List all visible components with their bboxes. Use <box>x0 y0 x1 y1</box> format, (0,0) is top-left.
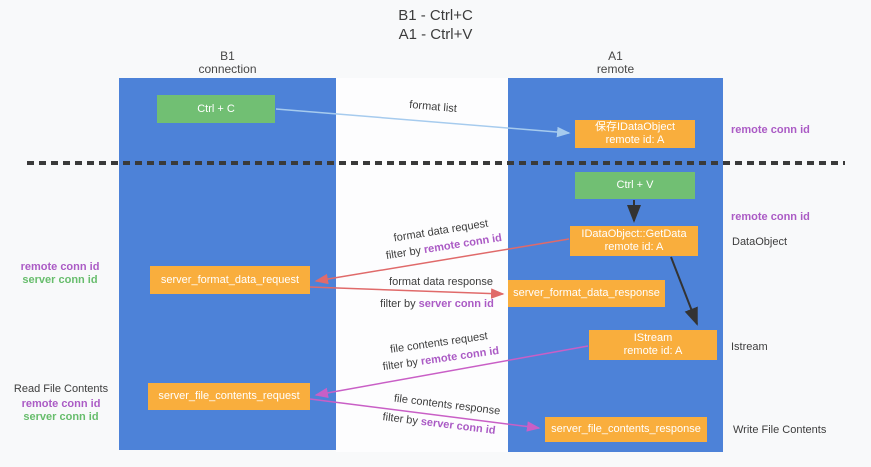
node-istream-line1: IStream <box>633 332 673 344</box>
lane-b1-name: B1 <box>220 49 235 63</box>
label-format-data-response: format data response <box>389 276 493 288</box>
right-label-remote-conn-id-2: remote conn id <box>731 211 810 223</box>
right-label-write-file-contents: Write File Contents <box>733 424 827 436</box>
right-label-istream: Istream <box>731 341 768 353</box>
left-remote-conn-id-1: remote conn id <box>20 261 100 273</box>
node-getdata-line1: IDataObject::GetData <box>581 228 687 240</box>
lane-a1-sub: remote <box>596 62 635 76</box>
node-istream: IStream remote id: A <box>589 330 717 360</box>
lane-b1-sub: connection <box>198 62 257 76</box>
node-istream-line2: remote id: A <box>623 345 683 357</box>
node-server-file-contents-request: server_file_contents_request <box>148 383 310 410</box>
node-server-format-data-request: server_format_data_request <box>150 266 310 294</box>
server-conn-id-text: server conn id <box>418 298 494 310</box>
diagram-title: B1 - Ctrl+C A1 - Ctrl+V <box>0 6 871 44</box>
lane-header-b1: B1 connection <box>119 50 336 76</box>
left-label-read-file-contents-group: Read File Contents remote conn id server… <box>5 383 117 424</box>
node-server-file-contents-response: server_file_contents_response <box>545 417 707 442</box>
right-label-dataobject: DataObject <box>732 236 788 248</box>
node-ctrl-v-label: Ctrl + V <box>616 179 654 191</box>
left-read-file-contents: Read File Contents <box>13 383 109 395</box>
node-save-idataobject-line1: 保存IDataObject <box>594 121 676 133</box>
left-server-conn-id-1: server conn id <box>22 274 98 286</box>
left-server-conn-id-2: server conn id <box>23 411 99 423</box>
node-idataobject-getdata: IDataObject::GetData remote id: A <box>570 226 698 256</box>
title-line-1: B1 - Ctrl+C <box>398 7 473 24</box>
title-line-2: A1 - Ctrl+V <box>398 26 473 43</box>
lane-header-a1: A1 remote <box>508 50 723 76</box>
node-save-idataobject-line2: remote id: A <box>605 134 665 146</box>
left-remote-conn-id-2: remote conn id <box>21 398 101 410</box>
node-server-format-data-response-label: server_format_data_response <box>513 287 660 299</box>
node-ctrl-c: Ctrl + C <box>157 95 275 123</box>
node-server-file-contents-response-label: server_file_contents_response <box>551 423 701 435</box>
node-server-format-data-response: server_format_data_response <box>508 280 665 307</box>
session-separator-dashed-line <box>27 161 845 165</box>
node-ctrl-v: Ctrl + V <box>575 172 695 199</box>
node-getdata-line2: remote id: A <box>604 241 664 253</box>
lane-a1-name: A1 <box>608 49 623 63</box>
filter-by-text: filter by <box>380 298 416 310</box>
left-label-conn-ids-1: remote conn id server conn id <box>5 261 115 287</box>
node-ctrl-c-label: Ctrl + C <box>197 102 235 115</box>
node-server-file-contents-request-label: server_file_contents_request <box>158 390 300 402</box>
node-server-format-data-request-label: server_format_data_request <box>160 273 300 286</box>
right-label-remote-conn-id-1: remote conn id <box>731 124 810 136</box>
node-save-idataobject: 保存IDataObject remote id: A <box>575 120 695 148</box>
